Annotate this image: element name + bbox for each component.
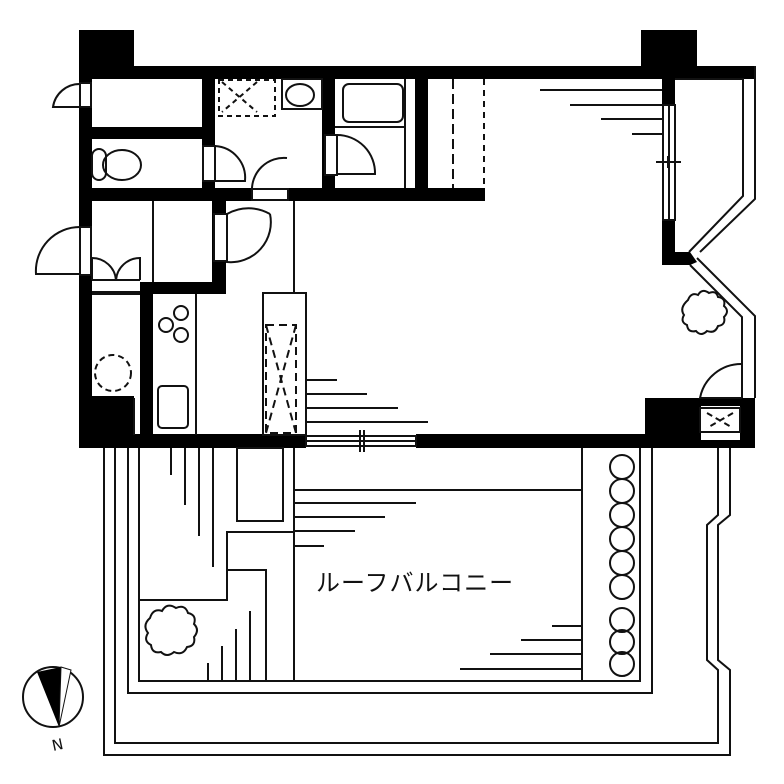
fixtures <box>34 66 756 452</box>
compass-icon <box>22 666 84 728</box>
roof-balcony <box>103 447 731 756</box>
hedge-trees <box>609 454 635 677</box>
roof-balcony-label: ルーフバルコニー <box>316 569 515 597</box>
